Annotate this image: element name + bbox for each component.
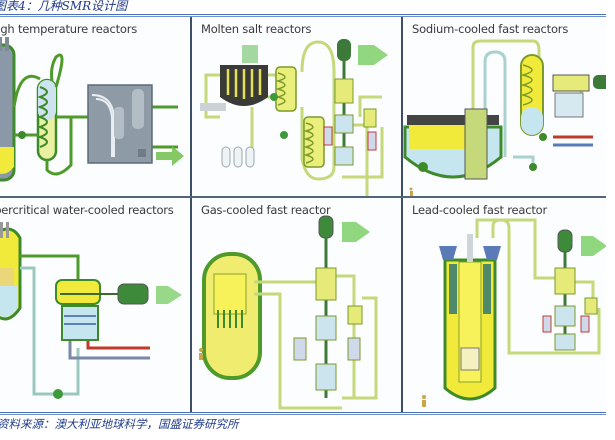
panel-gas-cooled-fast-reactor: Gas-cooled fast reactor (192, 198, 401, 412)
reactor-vessel (0, 222, 22, 321)
scwr-diagram (0, 222, 182, 399)
power-output-arrow (581, 236, 606, 256)
power-conversion (542, 229, 598, 351)
reactor-vessel (202, 252, 262, 380)
gfr-diagram (199, 215, 378, 410)
panel-title: Very high temperature reactors (0, 22, 138, 36)
heat-exchanger (36, 78, 58, 162)
figure-source: 资料来源：澳大利亚地球科学，国盛证券研究所 (0, 417, 239, 431)
drain-tank (200, 103, 226, 111)
reactor-vessel (0, 37, 16, 182)
pump-icon (539, 133, 547, 141)
msr-diagram (200, 39, 388, 196)
reactor-vessel (403, 108, 503, 180)
panel-supercritical-water-cooled-reactor: Supercritical water-cooled reactors (0, 198, 190, 412)
column-divider (190, 17, 192, 412)
sfr-diagram (403, 39, 606, 196)
panel-title: Gas-cooled fast reactor (201, 203, 331, 217)
power-output-arrow (156, 286, 182, 304)
panel-title: Molten salt reactors (201, 22, 312, 36)
power-output-arrow (342, 222, 370, 242)
human-scale-icon (409, 187, 413, 196)
row-divider (0, 196, 606, 198)
panel-molten-salt-reactor: Molten salt reactors (192, 17, 401, 196)
power-conversion (323, 39, 377, 166)
human-scale-icon (422, 395, 426, 407)
hydrogen-plant (87, 84, 153, 164)
figure-title: 图表4：几种SMR设计图 (0, 0, 128, 13)
pump-icon (280, 131, 288, 139)
pump-icon (53, 389, 63, 399)
column-divider (401, 17, 403, 412)
generator (117, 283, 149, 305)
human-scale-icon (199, 348, 203, 360)
reactor-grid: Very high temperature reactors (0, 17, 606, 412)
pipes (475, 218, 601, 355)
reactor-vessel (439, 234, 501, 401)
power-conversion (293, 215, 363, 398)
storage-tanks (221, 146, 255, 168)
panel-lead-cooled-fast-reactor: Lead-cooled fast reactor (403, 198, 606, 412)
heat-exchanger (275, 66, 325, 168)
bottom-rule (0, 412, 606, 415)
lfr-diagram (422, 218, 606, 407)
panel-sodium-cooled-fast-reactor: Sodium-cooled fast reactors (403, 17, 606, 196)
panel-very-high-temperature-reactor: Very high temperature reactors (0, 17, 190, 196)
panel-title: Supercritical water-cooled reactors (0, 203, 174, 217)
condenser (61, 305, 99, 341)
panel-title: Sodium-cooled fast reactors (412, 22, 569, 36)
pipes (20, 254, 150, 396)
steam-generator (520, 54, 544, 136)
vhtr-diagram (0, 37, 184, 182)
top-rule (0, 14, 606, 17)
hydrogen-output-arrow (156, 146, 184, 166)
turbine-generator (552, 74, 606, 118)
pump-icon (270, 93, 278, 101)
pipes (471, 39, 593, 167)
pump-icon (18, 131, 26, 139)
pump-icon (529, 163, 537, 171)
panel-title: Lead-cooled fast reactor (412, 203, 548, 217)
reactor-vessel (220, 45, 268, 106)
power-output-arrow (358, 45, 388, 65)
